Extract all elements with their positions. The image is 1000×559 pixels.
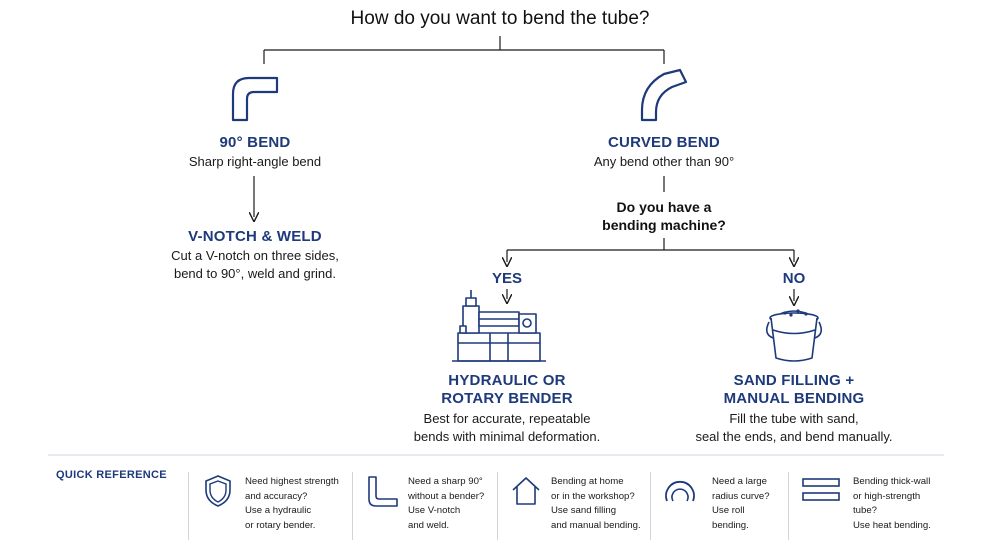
qr-line-3: tube? xyxy=(853,505,878,516)
curved-bend-subtitle: Any bend other than 90° xyxy=(593,154,735,169)
qr-line-3: Use a hydraulic xyxy=(245,505,312,516)
hydraulic-heading-line-2: ROTARY BENDER xyxy=(441,390,573,407)
qr-line-1: Need a sharp 90° xyxy=(408,476,483,487)
bend-90-heading: 90° BEND xyxy=(219,134,291,151)
sand-body-line-1: Fill the tube with sand, xyxy=(729,411,859,426)
qr-line-2: without a bender? xyxy=(408,491,485,502)
question-line-2: bending machine? xyxy=(602,217,726,233)
qr-line-1: Need highest strength xyxy=(245,476,339,487)
curved-bend-heading: CURVED BEND xyxy=(608,134,720,151)
hydraulic-bender-icon xyxy=(452,290,546,362)
yes-label: YES xyxy=(491,270,522,287)
house-icon xyxy=(512,477,540,505)
sand-heading-line-1: SAND FILLING + xyxy=(733,372,855,389)
hydraulic-body-line-1: Best for accurate, repeatable xyxy=(423,411,591,426)
qr-line-1: Bending thick-wall xyxy=(853,476,931,487)
hydraulic-heading-line-1: HYDRAULIC OR xyxy=(448,372,566,389)
qr-line-3: Use roll xyxy=(712,505,745,516)
bend-90-subtitle: Sharp right-angle bend xyxy=(188,154,322,169)
sand-body-line-2: seal the ends, and bend manually. xyxy=(695,429,893,444)
qr-line-2: radius curve? xyxy=(712,491,770,502)
question-line-1: Do you have a xyxy=(616,199,712,215)
arc-roll-icon xyxy=(665,480,695,502)
qr-line-4: and weld. xyxy=(408,520,450,531)
qr-line-4: and manual bending. xyxy=(551,520,641,531)
v-notch-line-1: Cut a V-notch on three sides, xyxy=(171,248,339,263)
diagram-title: How do you want to bend the tube? xyxy=(350,8,650,29)
quick-reference-item: Bending thick-wall or high-strength tube… xyxy=(788,472,948,540)
quick-reference-item: Need highest strength and accuracy? Use … xyxy=(188,472,348,540)
sand-bucket-icon xyxy=(765,309,823,362)
quick-reference-item: Bending at home or in the workshop? Use … xyxy=(497,472,647,540)
shield-icon xyxy=(205,475,231,507)
v-notch-heading: V-NOTCH & WELD xyxy=(188,228,322,245)
thick-wall-icon xyxy=(802,478,840,501)
quick-reference-item: Need a large radius curve? Use roll bend… xyxy=(650,472,786,540)
elbow-icon xyxy=(368,476,398,507)
qr-line-2: or in the workshop? xyxy=(551,491,635,502)
hydraulic-body-line-2: bends with minimal deformation. xyxy=(413,429,601,444)
v-notch-line-2: bend to 90°, weld and grind. xyxy=(173,266,337,281)
qr-line-2: and accuracy? xyxy=(245,491,308,502)
quick-reference-item: Need a sharp 90° without a bender? Use V… xyxy=(352,472,496,540)
sand-heading-line-2: MANUAL BENDING xyxy=(723,390,865,407)
no-label: NO xyxy=(782,270,806,287)
elbow-90-icon xyxy=(231,76,279,122)
qr-line-4: or rotary bender. xyxy=(245,520,316,531)
quick-reference-title: QUICK REFERENCE xyxy=(56,469,167,481)
qr-line-4: bending. xyxy=(712,520,749,531)
qr-line-3: Use sand filling xyxy=(551,505,617,516)
qr-line-2: or high-strength xyxy=(853,491,921,502)
qr-line-3: Use V-notch xyxy=(408,505,461,516)
curved-bend-icon xyxy=(640,68,688,122)
qr-line-4: Use heat bending. xyxy=(853,520,931,531)
qr-line-1: Need a large xyxy=(712,476,767,487)
qr-line-1: Bending at home xyxy=(551,476,624,487)
